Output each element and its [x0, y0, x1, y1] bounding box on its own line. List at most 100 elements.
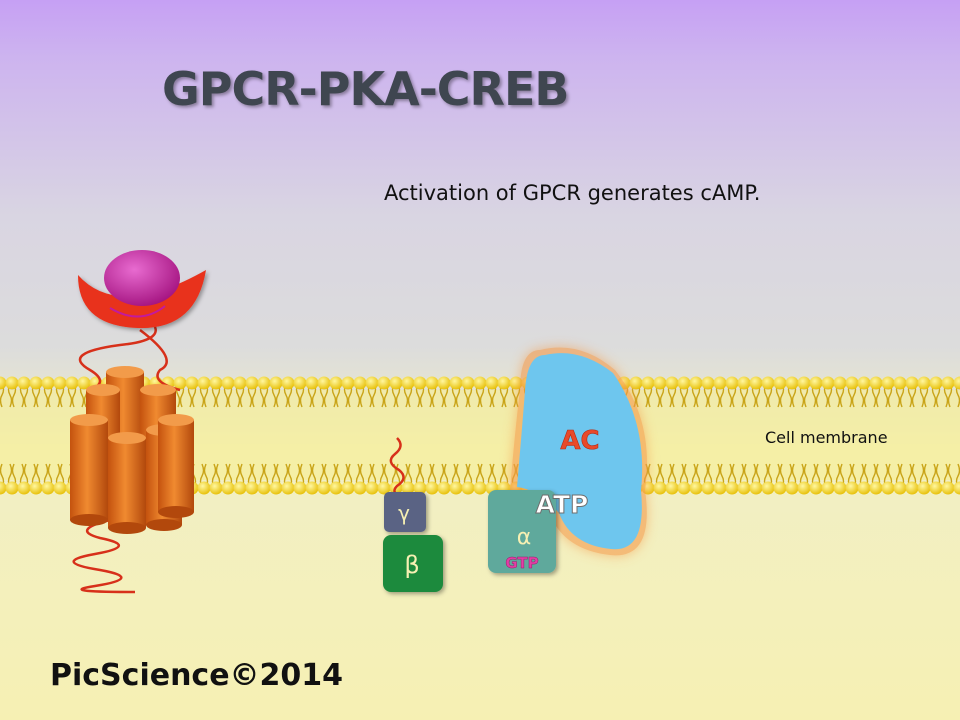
lipid-head — [785, 481, 799, 495]
lipid-head — [341, 376, 355, 390]
lipid-head — [905, 376, 919, 390]
lipid-head — [725, 481, 739, 495]
lipid-head — [869, 481, 883, 495]
beta-subunit — [383, 535, 443, 592]
lipid-head — [401, 376, 415, 390]
lipid-head — [749, 376, 763, 390]
ac-label: AC — [560, 426, 599, 456]
lipid-head — [209, 481, 223, 495]
slide-title: GPCR-PKA-CREB — [162, 62, 569, 116]
lipid-head — [317, 376, 331, 390]
lipid-head — [473, 376, 487, 390]
lipid-head — [833, 376, 847, 390]
lipid-head — [773, 481, 787, 495]
lipid-head — [821, 376, 835, 390]
lipid-head — [329, 376, 343, 390]
lipid-head — [773, 376, 787, 390]
lipid-head — [257, 376, 271, 390]
lipid-head — [197, 481, 211, 495]
lipid-head — [437, 376, 451, 390]
lipid-head — [5, 376, 19, 390]
lipid-head — [701, 481, 715, 495]
lipid-head — [257, 481, 271, 495]
lipid-head — [881, 376, 895, 390]
lipid-head — [941, 481, 955, 495]
lipid-head — [0, 481, 7, 495]
lipid-head — [173, 376, 187, 390]
lipid-head — [725, 376, 739, 390]
lipid-head — [341, 481, 355, 495]
lipid-head — [245, 481, 259, 495]
g-alpha-subunit: α GTP — [488, 490, 556, 573]
lipid-head — [425, 481, 439, 495]
lipid-head — [653, 376, 667, 390]
lipid-head — [305, 481, 319, 495]
lipid-head — [413, 376, 427, 390]
lipid-head — [713, 481, 727, 495]
lipid-head — [845, 376, 859, 390]
lipid-head — [221, 376, 235, 390]
lipid-head — [197, 376, 211, 390]
lipid-head — [377, 376, 391, 390]
lipid-head — [737, 376, 751, 390]
lipid-head — [449, 376, 463, 390]
lipid-head — [941, 376, 955, 390]
lipid-head — [401, 481, 415, 495]
lipid-head — [785, 376, 799, 390]
lipid-head — [17, 376, 31, 390]
lipid-head — [833, 481, 847, 495]
lipid-head — [233, 376, 247, 390]
lipid-head — [293, 481, 307, 495]
alpha-body — [488, 490, 556, 573]
lipid-head — [269, 481, 283, 495]
lipid-head — [629, 376, 643, 390]
receptor-c-tail — [72, 518, 136, 594]
lipid-head — [677, 376, 691, 390]
lipid-head — [797, 481, 811, 495]
lipid-head — [809, 376, 823, 390]
lipid-head — [953, 481, 960, 495]
gamma-label: γ — [398, 501, 410, 525]
lipid-head — [905, 481, 919, 495]
lipid-head — [797, 376, 811, 390]
lipid-head — [413, 481, 427, 495]
lipid-head — [653, 481, 667, 495]
lipid-head — [317, 481, 331, 495]
lipid-head — [857, 376, 871, 390]
lipid-head — [185, 376, 199, 390]
lipid-head — [677, 481, 691, 495]
gpcr-receptor — [70, 250, 206, 594]
lipid-head — [329, 481, 343, 495]
lipid-head — [869, 376, 883, 390]
lipid-head — [881, 481, 895, 495]
lipid-head — [17, 481, 31, 495]
lipid-head — [845, 481, 859, 495]
beta-label: β — [404, 551, 419, 579]
lipid-head — [77, 376, 91, 390]
lipid-head — [65, 376, 79, 390]
lipid-head — [269, 376, 283, 390]
lipid-head — [665, 481, 679, 495]
lipid-head — [497, 376, 511, 390]
lipid-head — [41, 481, 55, 495]
lipid-head — [245, 376, 259, 390]
lipid-head — [821, 481, 835, 495]
lipid-head — [437, 481, 451, 495]
lipid-head — [53, 376, 67, 390]
lipid-head — [713, 376, 727, 390]
lipid-head — [929, 376, 943, 390]
copyright-text: PicScience©2014 — [50, 658, 344, 693]
lipid-head — [761, 376, 775, 390]
lipid-head — [281, 481, 295, 495]
slide-subtitle: Activation of GPCR generates cAMP. — [384, 181, 761, 205]
lipid-head — [761, 481, 775, 495]
lipid-head — [689, 481, 703, 495]
lipid-head — [701, 376, 715, 390]
lipid-head — [29, 376, 43, 390]
lipid-head — [209, 376, 223, 390]
lipid-head — [41, 376, 55, 390]
lipid-head — [0, 376, 7, 390]
lipid-head — [461, 376, 475, 390]
